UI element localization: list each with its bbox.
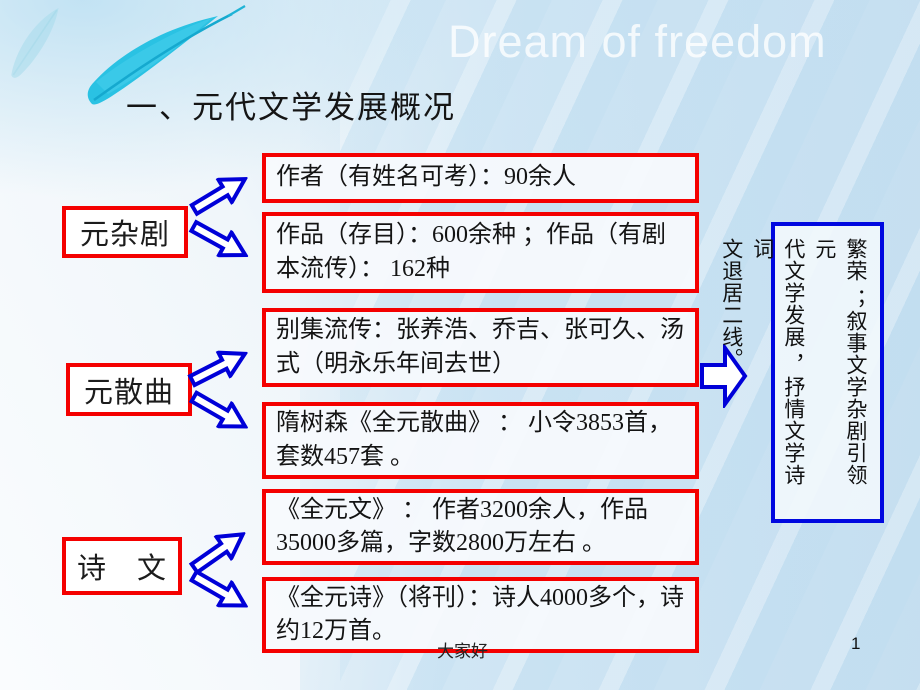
category-label: 元杂剧 [79,219,170,251]
footer-text: 大家好 [437,642,488,661]
page-number: 1 [851,634,861,653]
connector-arrow-icon [185,165,255,224]
info-box: 作品（存目）：600余种 ；作品（有剧本流传）： 162种 [262,212,699,293]
info-box: 作者（有姓名可考）：90余人 [262,153,699,203]
connector-arrow-icon [184,339,255,395]
conclusion-line: 代文学发展 ，抒情文学诗词 [750,238,806,487]
category-box-sanqu: 元散曲 [66,363,192,416]
info-text: 《全元文》 ： 作者3200余人，作品35000多篇，字数2800万左右 。 [276,496,648,556]
slide-title: 一、元代文学发展概况 [126,90,456,125]
big-right-arrow-icon [700,344,748,408]
info-text: 隋树森《全元散曲》 ： 小令3853首，套数457套 。 [276,410,672,470]
connector-arrow-icon [185,383,255,441]
category-box-zaju: 元杂剧 [62,206,188,258]
info-box: 别集流传：张养浩、乔吉、张可久、汤式（明永乐年间去世） [262,308,699,387]
category-label: 诗 文 [76,553,167,585]
category-box-shiwen: 诗 文 [62,537,182,595]
feather-icon [11,5,246,105]
watermark-text: Dream of freedom [448,16,827,67]
info-box: 《全元文》 ： 作者3200余人，作品35000多篇，字数2800万左右 。 [262,489,699,565]
category-label: 元散曲 [83,376,174,409]
conclusion-line: 繁荣 ；叙事文学杂剧引领元 [812,238,868,487]
info-text: 别集流传：张养浩、乔吉、张可久、汤式（明永乐年间去世） [276,317,684,377]
info-text: 作品（存目）：600余种 ；作品（有剧本流传）： 162种 [276,222,666,282]
connector-arrow-icon [185,562,255,620]
connector-arrow-icon [185,212,256,269]
connector-arrow-icon [184,520,254,581]
info-box: 隋树森《全元散曲》 ： 小令3853首，套数457套 。 [262,402,699,479]
info-text: 《全元诗》（将刊）：诗人4000多个，诗约12万首。 [276,584,684,644]
info-box: 《全元诗》（将刊）：诗人4000多个，诗约12万首。 [262,577,699,653]
info-text: 作者（有姓名可考）：90余人 [276,164,576,191]
conclusion-line: 文退居二线。 [719,238,744,370]
conclusion-box: 繁荣 ；叙事文学杂剧引领元 代文学发展 ，抒情文学诗词 文退居二线。 [720,222,884,523]
